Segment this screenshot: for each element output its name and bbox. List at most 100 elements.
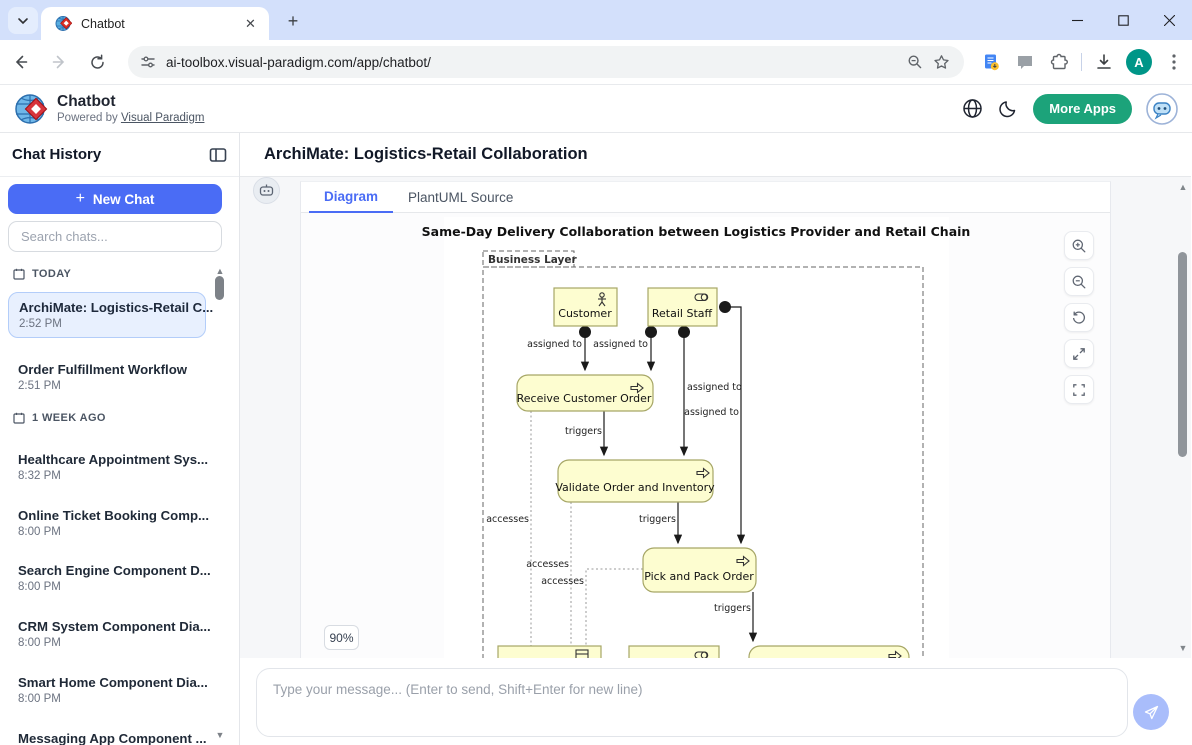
header-actions: More Apps xyxy=(961,92,1178,125)
chat-item-title: Messaging App Component ... xyxy=(18,731,207,745)
browser-menu-button[interactable] xyxy=(1159,47,1189,77)
browser-toolbar: ai-toolbox.visual-paradigm.com/app/chatb… xyxy=(0,40,1192,85)
edge-label: triggers xyxy=(639,514,676,525)
business-layer-tab xyxy=(482,250,575,268)
sidebar-collapse-button[interactable] xyxy=(209,146,227,164)
scroll-down-arrow[interactable]: ▼ xyxy=(1178,643,1188,653)
chat-item-time: 2:51 PM xyxy=(18,380,61,392)
scrollbar-thumb[interactable] xyxy=(1178,252,1187,457)
reload-button[interactable] xyxy=(80,45,114,79)
powered-by: Powered by Visual Paradigm xyxy=(57,112,204,124)
calendar-icon xyxy=(13,268,25,280)
window-maximize-button[interactable] xyxy=(1100,0,1146,40)
window-close-button[interactable] xyxy=(1146,0,1192,40)
role-icon xyxy=(694,651,709,658)
powered-by-text: Powered by xyxy=(57,112,118,124)
fullscreen-button[interactable] xyxy=(1064,375,1094,404)
chat-item-messaging-app[interactable]: Messaging App Component ... xyxy=(8,724,207,745)
zoom-in-button[interactable] xyxy=(1064,231,1094,260)
back-icon xyxy=(15,55,28,69)
send-button[interactable] xyxy=(1133,694,1169,730)
node-validate-order-inventory: Validate Order and Inventory xyxy=(555,459,715,503)
chat-item-archimate[interactable]: ArchiMate: Logistics-Retail C... 2:52 PM xyxy=(8,292,213,338)
process-icon xyxy=(696,467,710,479)
forward-button[interactable] xyxy=(42,45,76,79)
chatbot-badge-button[interactable] xyxy=(1146,92,1178,125)
dark-mode-moon-button[interactable] xyxy=(997,98,1019,120)
language-globe-button[interactable] xyxy=(961,98,983,120)
tab-close-icon[interactable]: ✕ xyxy=(245,15,256,31)
url-text[interactable]: ai-toolbox.visual-paradigm.com/app/chatb… xyxy=(166,54,431,70)
search-chats-input[interactable] xyxy=(8,221,222,252)
node-label: Retail Staff xyxy=(652,307,713,320)
business-layer-label: Business Layer xyxy=(488,254,577,266)
chat-item-title: Search Engine Component D... xyxy=(18,563,211,578)
node-label: Customer xyxy=(558,307,612,320)
visual-paradigm-link[interactable]: Visual Paradigm xyxy=(120,112,205,124)
comment-extension-icon[interactable] xyxy=(1010,47,1040,77)
tab-diagram[interactable]: Diagram xyxy=(309,182,394,213)
actor-icon xyxy=(598,292,606,307)
archimate-diagram-canvas[interactable]: Same-Day Delivery Collaboration between … xyxy=(301,213,1112,658)
chat-item-time: 8:32 PM xyxy=(18,470,61,482)
new-chat-button[interactable]: + New Chat xyxy=(8,184,222,214)
process-icon xyxy=(736,555,750,567)
chat-item-search-engine[interactable]: Search Engine Component D... 8:00 PM xyxy=(8,556,211,600)
sidebar-scroll-up-arrow[interactable]: ▲ xyxy=(215,266,225,276)
toolbar-separator xyxy=(1081,53,1082,71)
sidebar-scrollbar-thumb[interactable] xyxy=(215,276,224,300)
role-icon xyxy=(694,293,709,302)
back-button[interactable] xyxy=(4,45,38,79)
chat-list: TODAY ArchiMate: Logistics-Retail C... 2… xyxy=(0,262,240,745)
fit-expand-button[interactable] xyxy=(1064,339,1094,368)
diagram-viewer: Same-Day Delivery Collaboration between … xyxy=(301,213,1110,658)
bookmark-star-icon[interactable] xyxy=(928,49,954,75)
chat-item-time: 2:52 PM xyxy=(19,318,62,330)
content-scrollbar[interactable]: ▲ ▼ xyxy=(1177,177,1189,658)
new-tab-button[interactable]: + xyxy=(287,10,299,31)
reading-list-extension-icon[interactable] xyxy=(976,47,1006,77)
more-apps-button[interactable]: More Apps xyxy=(1033,93,1132,124)
site-settings-icon[interactable] xyxy=(140,54,156,70)
app-title-block: Chatbot Powered by Visual Paradigm xyxy=(57,93,204,124)
edge-label: triggers xyxy=(565,426,602,437)
conversation-title-bar: ArchiMate: Logistics-Retail Collaboratio… xyxy=(240,133,1191,177)
chat-history-sidebar: Chat History + New Chat TODAY ArchiMate:… xyxy=(0,133,240,745)
browser-tab-chatbot[interactable]: Chatbot ✕ xyxy=(41,7,269,40)
window-minimize-button[interactable] xyxy=(1054,0,1100,40)
scroll-up-arrow[interactable]: ▲ xyxy=(1178,182,1188,192)
chat-message-area: Diagram PlantUML Source Same-Day Deliver… xyxy=(240,177,1191,658)
sidebar-scroll-down-arrow[interactable]: ▼ xyxy=(215,730,225,740)
edge-label: assigned to xyxy=(684,407,739,418)
tab-plantuml-source[interactable]: PlantUML Source xyxy=(408,190,514,205)
node-retail-staff: Retail Staff xyxy=(647,287,718,327)
node-pick-pack-order: Pick and Pack Order xyxy=(642,547,757,593)
app-name: Chatbot xyxy=(57,93,116,110)
downloads-button[interactable] xyxy=(1089,47,1119,77)
process-icon xyxy=(888,650,902,658)
main-panel: ArchiMate: Logistics-Retail Collaboratio… xyxy=(240,133,1191,745)
business-object-icon xyxy=(575,649,589,658)
robot-icon xyxy=(259,184,274,196)
edge-label: assigned to xyxy=(527,339,582,350)
extensions-puzzle-icon[interactable] xyxy=(1044,47,1074,77)
chat-item-ticket-booking[interactable]: Online Ticket Booking Comp... 8:00 PM xyxy=(8,501,209,545)
zoom-out-button[interactable] xyxy=(1064,267,1094,296)
zoom-indicator-icon[interactable] xyxy=(902,49,928,75)
chat-item-crm[interactable]: CRM System Component Dia... 8:00 PM xyxy=(8,612,211,656)
address-bar[interactable]: ai-toolbox.visual-paradigm.com/app/chatb… xyxy=(128,46,964,78)
chat-item-order-fulfillment[interactable]: Order Fulfillment Workflow 2:51 PM xyxy=(8,355,206,399)
sidebar-title: Chat History xyxy=(12,146,102,163)
browser-profile-avatar[interactable]: A xyxy=(1126,49,1152,75)
result-tabs: Diagram PlantUML Source xyxy=(301,182,1110,213)
reset-view-button[interactable] xyxy=(1064,303,1094,332)
message-input[interactable] xyxy=(256,668,1128,737)
chat-item-healthcare[interactable]: Healthcare Appointment Sys... 8:32 PM xyxy=(8,445,208,489)
tab-title: Chatbot xyxy=(81,16,125,31)
conversation-title: ArchiMate: Logistics-Retail Collaboratio… xyxy=(264,145,588,163)
section-header-week-ago: 1 WEEK AGO xyxy=(13,412,106,424)
close-icon xyxy=(1163,14,1175,26)
chat-item-smart-home[interactable]: Smart Home Component Dia... 8:00 PM xyxy=(8,668,208,712)
plus-icon: + xyxy=(75,190,85,207)
tab-search-button[interactable] xyxy=(8,7,38,34)
